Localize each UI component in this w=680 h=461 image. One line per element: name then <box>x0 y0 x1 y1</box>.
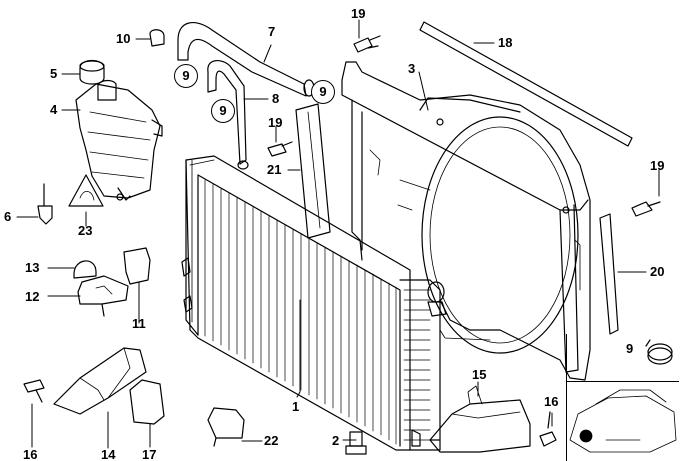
label-part-19-middle: 19 <box>268 115 283 130</box>
upper-hose <box>177 22 315 97</box>
label-part-5: 5 <box>50 66 58 81</box>
label-part-17: 17 <box>142 447 157 461</box>
expansion-tank-cap <box>79 59 105 85</box>
clip-22 <box>207 407 245 447</box>
label-part-12: 12 <box>25 289 40 304</box>
drain-plug-2 <box>345 431 367 455</box>
label-part-11: 11 <box>132 316 146 331</box>
label-part-9-legend: 9 <box>626 341 634 356</box>
expansion-tank <box>75 79 163 201</box>
air-duct-14 <box>53 347 147 415</box>
label-part-1: 1 <box>292 399 300 414</box>
label-part-7: 7 <box>268 24 276 39</box>
label-part-8: 8 <box>272 91 280 106</box>
label-part-4: 4 <box>50 102 58 117</box>
expansion-rivet-a <box>353 35 381 53</box>
rubber-mount-11 <box>123 247 151 285</box>
rubber-cap-13 <box>73 260 97 279</box>
side-seal-20 <box>599 213 619 335</box>
label-part-18: 18 <box>498 35 513 50</box>
fan-shroud <box>341 61 591 381</box>
side-seal-21 <box>295 103 331 239</box>
hose-clamp <box>149 29 165 47</box>
rubber-buffer-17 <box>129 379 165 425</box>
label-part-19-right: 19 <box>650 158 665 173</box>
lower-hose <box>207 60 249 170</box>
bracket-12 <box>77 275 129 317</box>
expansion-rivet-c <box>631 201 661 217</box>
hose-clamp-legend <box>645 339 673 365</box>
label-part-10: 10 <box>116 31 131 46</box>
label-part-16-right: 16 <box>544 394 559 409</box>
label-part-19-top: 19 <box>351 6 366 21</box>
label-part-15: 15 <box>472 367 487 382</box>
label-part-9-hose-upper: 9 <box>174 64 198 88</box>
legend-divider-h <box>566 381 679 382</box>
radiator <box>181 155 447 451</box>
seal-strip <box>419 21 633 147</box>
label-part-21: 21 <box>267 162 282 177</box>
label-part-13: 13 <box>25 260 40 275</box>
label-part-6: 6 <box>4 209 12 224</box>
label-part-20: 20 <box>650 264 665 279</box>
warning-label <box>68 174 104 207</box>
label-part-9-hose-end: 9 <box>311 80 335 104</box>
leader-lines <box>16 19 660 449</box>
label-part-2: 2 <box>332 433 340 448</box>
bolt-16-left <box>23 379 45 403</box>
bolt-16-right <box>539 411 557 447</box>
level-sensor <box>37 183 53 225</box>
label-part-22: 22 <box>264 433 279 448</box>
vehicle-thumbnail <box>569 389 677 453</box>
label-part-3: 3 <box>408 61 416 76</box>
label-part-9-hose-lower: 9 <box>211 99 235 123</box>
label-part-16-left: 16 <box>23 447 38 461</box>
legend-divider-v <box>566 334 567 461</box>
bracket-15 <box>429 385 531 453</box>
label-part-23: 23 <box>78 223 93 238</box>
expansion-rivet-b <box>267 141 293 157</box>
label-part-14: 14 <box>101 447 116 461</box>
